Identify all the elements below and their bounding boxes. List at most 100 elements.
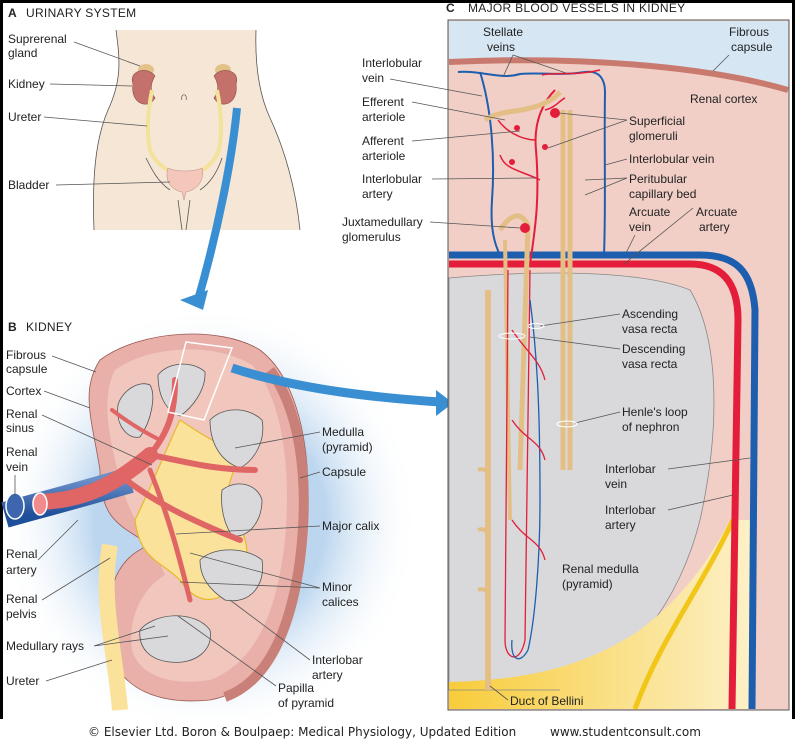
renal-vein-lumen <box>5 492 25 520</box>
collecting-duct-branches <box>477 467 490 595</box>
label-major-calix: Major calix <box>322 519 379 533</box>
leader-duct-bellini <box>489 685 509 701</box>
label-arcuate-vein-1: Arcuate <box>629 205 671 219</box>
leader-papilla <box>177 615 277 687</box>
leader-stellate <box>502 54 567 78</box>
outer-region <box>449 21 788 90</box>
label-renal-medulla-2: (pyramid) <box>562 577 613 591</box>
label-renal-pelvis-1: Renal <box>6 592 37 606</box>
arrow-a-to-b <box>180 107 241 310</box>
label-arcuate-vein-2: vein <box>629 220 651 234</box>
footer-url[interactable]: www.studentconsult.com <box>550 725 701 739</box>
label-henle-2: of nephron <box>622 420 679 434</box>
label-interlobar-artery-b-2: artery <box>312 668 343 682</box>
leader-peritubular <box>584 177 628 196</box>
panel-a-urinary-system: A URINARY SYSTEM ∩ Suprerenal gland <box>8 6 301 231</box>
label-bladder: Bladder <box>8 178 49 192</box>
panel-b-kidney: B KIDNEY <box>0 305 420 735</box>
label-renal-sinus-1: Renal <box>6 407 37 421</box>
arcuate-interlobar-artery <box>449 260 742 710</box>
ureter-left <box>145 89 173 174</box>
label-papilla-2: of pyramid <box>278 696 334 710</box>
label-kidney: Kidney <box>8 77 45 91</box>
label-minor-calices-1: Minor <box>322 580 352 594</box>
pyramid-4 <box>221 483 263 537</box>
label-renal-vein-1: Renal <box>6 445 37 459</box>
label-juxtamedullary-2: glomerulus <box>342 230 401 244</box>
pyramid-6 <box>139 615 211 663</box>
leader-fibrous-c <box>712 54 730 72</box>
label-cortex: Cortex <box>6 384 41 398</box>
leader-juxtamedullary <box>429 221 521 229</box>
label-interlobular-vein-2: vein <box>362 71 384 85</box>
label-duct-bellini: Duct of Bellini <box>510 694 583 708</box>
label-papilla-1: Papilla <box>278 681 314 695</box>
label-interlobular-vein-1: Interlobular <box>362 56 422 70</box>
label-juxtamedullary-1: Juxtamedullary <box>342 215 423 229</box>
leader-interlobar-artery-b <box>229 599 311 661</box>
leader-interlobar-vein <box>667 457 751 470</box>
label-interlobar-vein-1: Interlobar <box>605 462 656 476</box>
arcuate-interlobar-vein <box>449 251 759 710</box>
label-interlobar-artery-c-1: Interlobar <box>605 503 656 517</box>
leader-interlobular-vein-r <box>604 158 628 166</box>
glomerulus-superficial-4 <box>509 159 515 165</box>
label-interlobar-artery-c-2: artery <box>605 518 636 532</box>
leader-afferent <box>411 130 521 142</box>
label-medullary-rays: Medullary rays <box>6 639 84 653</box>
arrow-b-to-c <box>230 363 453 416</box>
footer-svg: © Elsevier Ltd. Boron & Boulpaep: Medica… <box>88 725 701 739</box>
glomerulus-superficial-1 <box>550 108 560 118</box>
bladder <box>166 167 203 201</box>
ascending-vasa-marker <box>527 323 545 329</box>
panel-b-letter: B <box>8 320 17 334</box>
leader-ascending <box>539 313 621 327</box>
nephron-tubules <box>483 90 573 690</box>
label-efferent-1: Efferent <box>362 95 404 109</box>
leader-ureter-b <box>45 659 113 682</box>
capsule-band <box>223 367 309 702</box>
label-descending-1: Descending <box>622 342 685 356</box>
leader-renal-pelvis <box>41 557 111 601</box>
label-afferent-2: arteriole <box>362 149 406 163</box>
glomerulus-superficial-3 <box>542 144 548 150</box>
renal-artery-lumen <box>32 492 48 516</box>
label-ascending-2: vasa recta <box>622 322 678 336</box>
leader-fibrous-capsule <box>51 355 97 373</box>
papilla-duct-region <box>449 520 750 709</box>
label-arcuate-artery-2: artery <box>699 220 730 234</box>
label-renal-artery-1: Renal <box>6 547 37 561</box>
torso-left-edge <box>93 29 120 231</box>
label-interlobular-vein-r: Interlobular vein <box>629 152 714 166</box>
leader-efferent <box>411 101 506 121</box>
label-peritubular-2: capillary bed <box>629 187 696 201</box>
panel-c-title: MAJOR BLOOD VESSELS IN KIDNEY <box>468 1 685 15</box>
footer-credit: © Elsevier Ltd. Boron & Boulpaep: Medica… <box>88 725 516 739</box>
leader-renal-artery <box>37 519 79 561</box>
renal-artery-tree <box>32 377 258 603</box>
label-minor-calices-2: calices <box>322 595 359 609</box>
label-ascending-1: Ascending <box>622 307 678 321</box>
hip-line-left <box>145 157 171 191</box>
label-interlobar-vein-2: vein <box>605 477 627 491</box>
detail-selection-box <box>167 341 234 421</box>
label-suprarenal-1: Suprerenal <box>8 32 67 46</box>
label-renal-pelvis-2: pelvis <box>6 607 37 621</box>
label-arcuate-artery-1: Arcuate <box>696 205 738 219</box>
leader-superficial <box>547 112 628 149</box>
panel-c-blood-vessels: C MAJOR BLOOD VESSELS IN KIDNEY <box>342 1 790 711</box>
glomeruli <box>509 108 560 233</box>
label-peritubular-1: Peritubular <box>629 172 687 186</box>
panel-c-letter: C <box>446 1 455 15</box>
ureter-right <box>197 89 224 174</box>
legs-gap <box>177 199 191 231</box>
kidney-ureter <box>98 543 128 711</box>
label-superficial-2: glomeruli <box>629 129 678 143</box>
torso-right-edge <box>255 29 301 231</box>
leader-arcuate-vein <box>625 234 636 254</box>
leader-medulla <box>234 431 321 449</box>
medullary-pyramids <box>117 363 264 663</box>
label-interlobar-artery-b-1: Interlobar <box>312 653 363 667</box>
